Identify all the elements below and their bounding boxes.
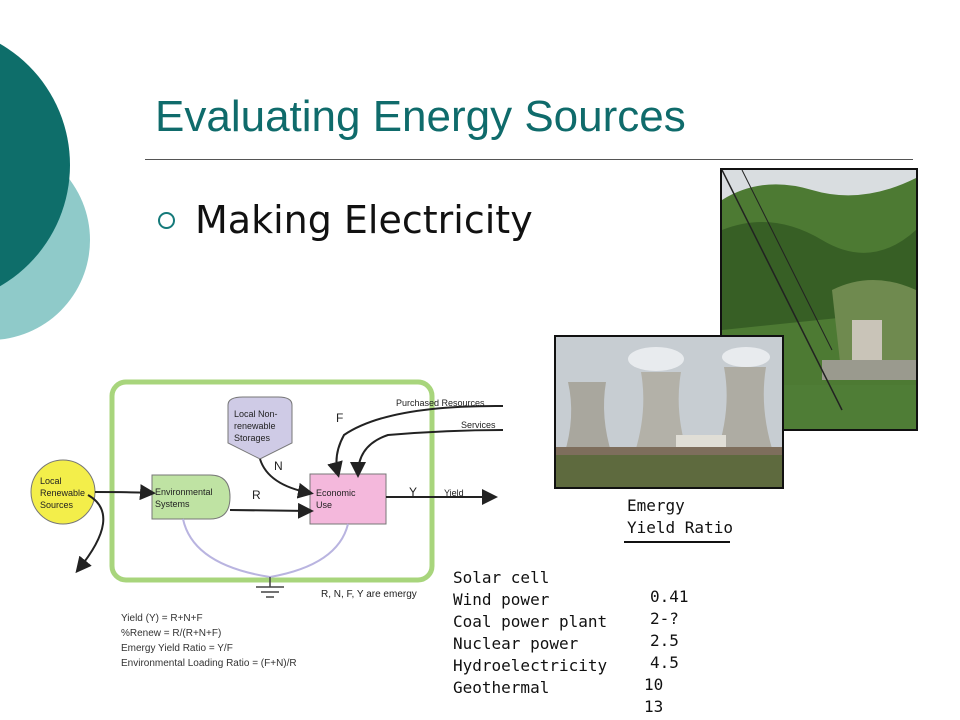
formula-elr: Environmental Loading Ratio = (F+N)/R	[121, 658, 297, 669]
table-header-line2: Yield Ratio	[627, 518, 733, 537]
table-row: Solar cell 0.41	[453, 549, 689, 606]
r-flow-arrow	[229, 502, 314, 519]
table-row: Coal power plant 2.5	[453, 593, 679, 650]
local-renewable-line2: Renewable	[40, 488, 85, 498]
row-value: 2-?	[650, 609, 679, 628]
environmental-systems-node	[151, 474, 231, 520]
table-header: Emergy Yield Ratio	[627, 495, 733, 539]
formula-renew: %Renew = R/(R+N+F)	[121, 628, 221, 639]
renewable-outflow-arrow	[75, 494, 105, 574]
row-value: 4.5	[650, 653, 679, 672]
nonrenewable-line1: Local Non-	[234, 409, 278, 419]
purchased-resources-arrow	[327, 404, 504, 478]
local-renewable-line3: Sources	[40, 500, 74, 510]
yield-label: Yield	[444, 488, 464, 498]
row-label: Nuclear power	[453, 634, 579, 653]
row-label: Wind power	[453, 590, 550, 609]
local-nonrenewable-storages-node	[227, 396, 293, 460]
system-boundary	[109, 379, 435, 583]
n-flow-arrow	[259, 458, 314, 499]
row-label: Hydroelectricity	[453, 656, 608, 675]
table-header-line1: Emergy	[627, 496, 685, 515]
renewable-to-environment-arrow	[94, 484, 156, 501]
nonrenewable-line3: Storages	[234, 433, 271, 443]
cooling-towers-photo	[554, 335, 784, 489]
title-divider	[145, 159, 913, 160]
economic-heat-sink-line	[269, 523, 349, 578]
services-arrow	[350, 429, 504, 478]
nonrenewable-line2: renewable	[234, 421, 276, 431]
slide-title: Evaluating Energy Sources	[155, 92, 686, 141]
environmental-line2: Systems	[155, 499, 190, 509]
formula-eyr: Emergy Yield Ratio = Y/F	[121, 643, 233, 654]
environment-heat-sink-line	[182, 518, 271, 578]
dark-teal-circle	[0, 43, 70, 287]
table-row: Geothermal 13	[453, 659, 663, 716]
economic-line1: Economic	[316, 488, 356, 498]
table-row: Nuclear power 4.5	[453, 615, 679, 672]
table-row: Wind power 2-?	[453, 571, 679, 628]
row-value: 10	[644, 675, 664, 694]
row-value: 0.41	[650, 587, 689, 606]
row-label: Geothermal	[453, 678, 550, 697]
economic-use-node	[309, 473, 387, 525]
bullet-circle-icon	[158, 211, 175, 229]
economic-line2: Use	[316, 500, 332, 510]
emergy-systems-diagram: Local Renewable Sources Environmental Sy…	[30, 379, 504, 669]
services-label: Services	[461, 420, 496, 430]
purchased-resources-label: Purchased Resources	[396, 398, 485, 408]
y-flow-label: Y	[409, 485, 417, 499]
table-header-rule	[624, 541, 730, 543]
row-label: Coal power plant	[453, 612, 608, 631]
bullet-item: Making Electricity	[158, 198, 533, 242]
environmental-line1: Environmental	[155, 487, 213, 497]
emergy-note: R, N, F, Y are emergy	[321, 589, 417, 600]
decorative-circles	[0, 43, 90, 340]
r-flow-label: R	[252, 488, 261, 502]
local-renewable-line1: Local	[40, 476, 62, 486]
bullet-text: Making Electricity	[195, 198, 533, 242]
formula-yield: Yield (Y) = R+N+F	[121, 613, 203, 624]
row-label: Solar cell	[453, 568, 550, 587]
n-flow-label: N	[274, 459, 283, 473]
row-value: 2.5	[650, 631, 679, 650]
row-value: 13	[644, 697, 664, 716]
table-row: Hydroelectricity 10	[453, 637, 663, 694]
f-flow-label: F	[336, 411, 343, 425]
